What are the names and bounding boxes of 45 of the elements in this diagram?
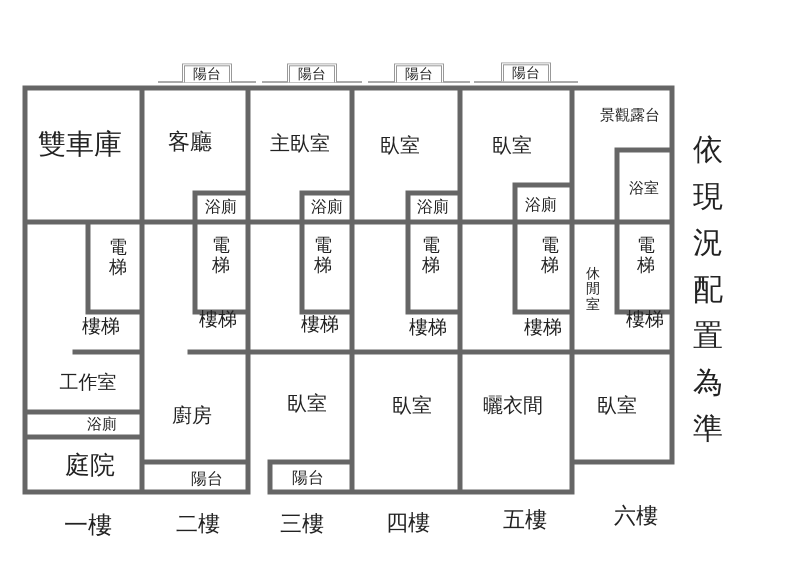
floor-label: 三樓 <box>280 512 324 538</box>
floor-label: 一樓 <box>64 512 112 538</box>
room-label: 電梯 <box>109 238 127 278</box>
room-label: 客廳 <box>168 130 212 156</box>
balcony-box: 陽台 <box>287 63 337 83</box>
room-label: 浴室 <box>629 180 659 196</box>
room-label: 曬衣間 <box>483 394 543 416</box>
room-label: 庭院 <box>65 451 115 479</box>
floor-label: 五樓 <box>503 508 547 534</box>
room-label: 臥室 <box>392 394 432 416</box>
room-label: 樓梯 <box>524 318 562 338</box>
room-label: 電梯 <box>314 236 332 276</box>
room-label: 電梯 <box>212 236 230 276</box>
floor-label: 六樓 <box>614 504 658 530</box>
room-label: 陽台 <box>292 469 324 487</box>
room-label: 臥室 <box>492 134 532 156</box>
room-label: 主臥室 <box>270 132 330 154</box>
room-label: 浴廁 <box>87 416 117 432</box>
room-label: 樓梯 <box>82 316 120 338</box>
room-label: 浴廁 <box>205 198 237 216</box>
floor-label: 二樓 <box>176 512 220 538</box>
room-label: 工作室 <box>60 372 116 394</box>
balcony-box: 陽台 <box>394 63 444 83</box>
room-label: 臥室 <box>287 392 327 414</box>
room-label: 浴廁 <box>525 196 557 214</box>
balcony-box: 陽台 <box>501 62 551 82</box>
room-label: 臥室 <box>597 394 637 416</box>
note-text: 依現況配置為準 <box>693 131 723 448</box>
room-label: 浴廁 <box>311 198 343 216</box>
room-label: 廚房 <box>172 404 212 426</box>
room-label: 樓梯 <box>409 318 447 338</box>
room-label: 景觀露台 <box>600 106 660 124</box>
room-label: 陽台 <box>191 470 223 488</box>
room-label: 雙車庫 <box>38 130 122 160</box>
room-label: 電梯 <box>541 236 559 276</box>
room-label: 樓梯 <box>626 310 664 330</box>
room-label: 電梯 <box>637 236 655 276</box>
room-label: 浴廁 <box>417 198 449 216</box>
room-label: 樓梯 <box>199 310 237 330</box>
room-label: 電梯 <box>422 236 440 276</box>
balcony-box: 陽台 <box>182 63 232 83</box>
room-label: 臥室 <box>380 134 420 156</box>
floor-label: 四樓 <box>386 512 430 536</box>
room-label: 休閒室 <box>586 266 600 314</box>
room-label: 樓梯 <box>301 314 339 336</box>
